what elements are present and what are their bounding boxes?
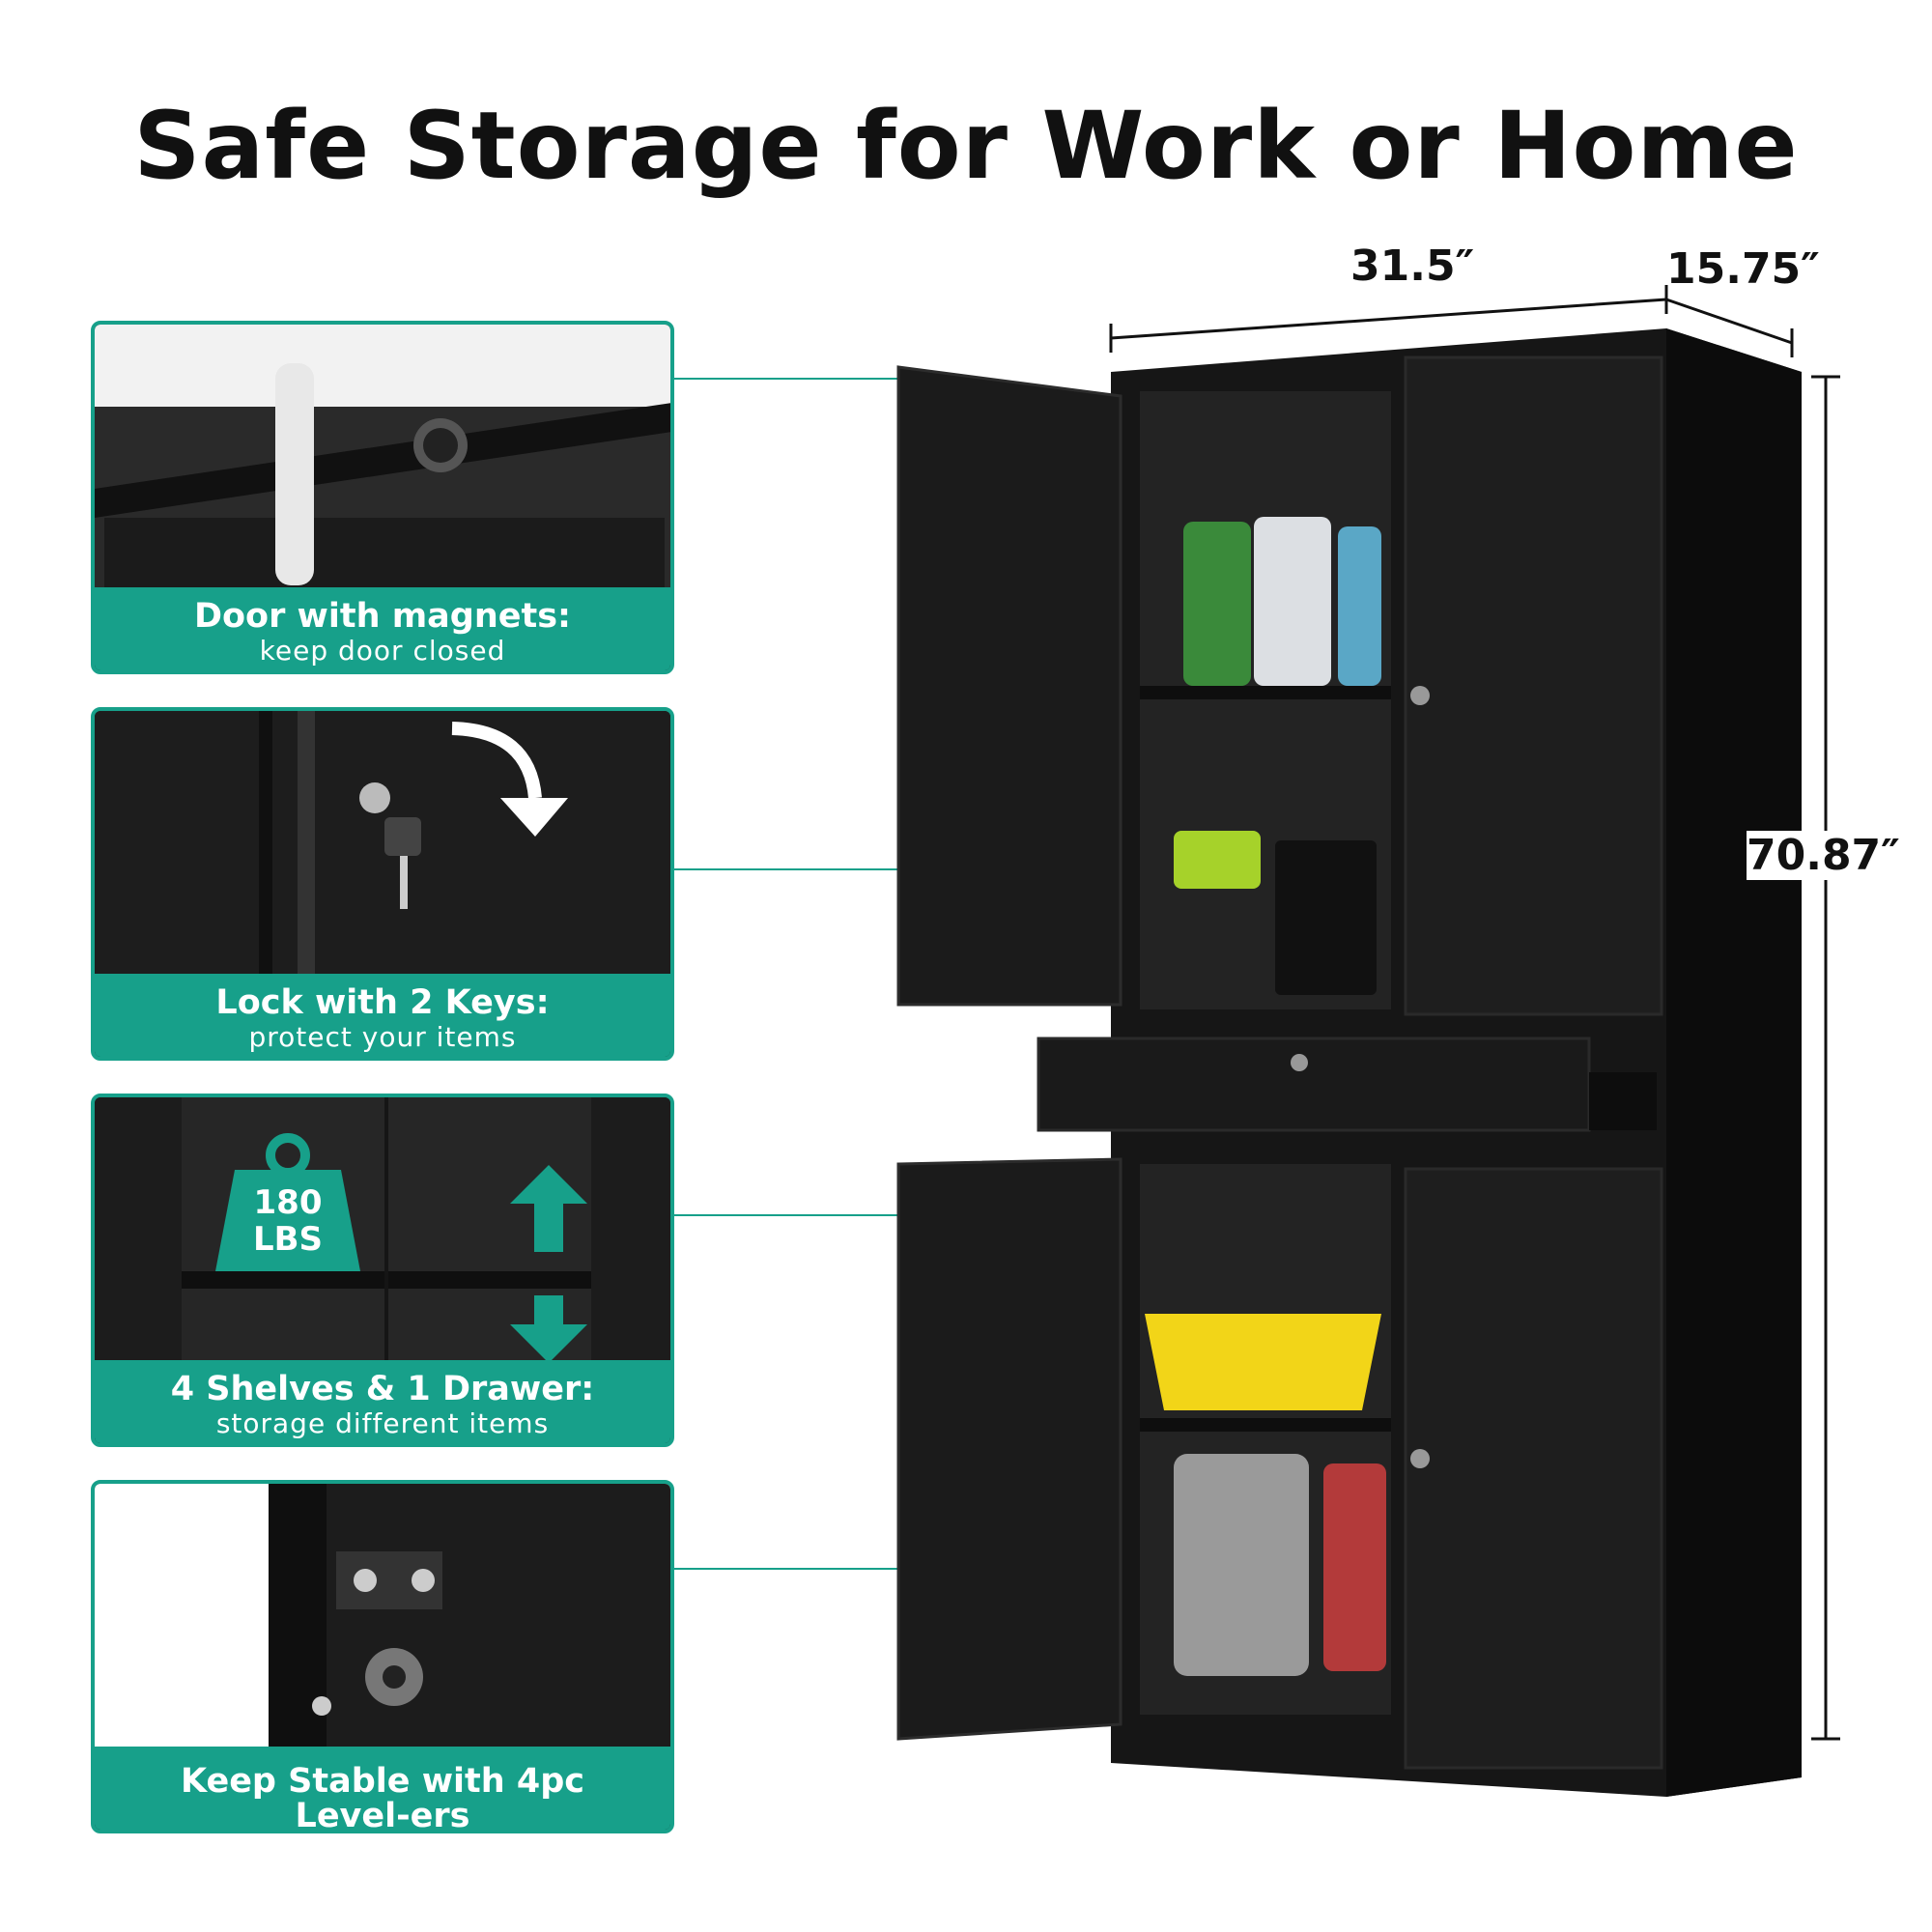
arrow-down-icon xyxy=(510,1324,587,1363)
shelf-closeup-image: 180 LBS xyxy=(95,1097,670,1370)
feature-caption: Door with magnets: keep door closed xyxy=(95,587,670,670)
weight-value: 180 xyxy=(254,1183,323,1222)
leveler-closeup-image xyxy=(95,1484,670,1756)
height-dimension: 70.87″ xyxy=(1747,831,1900,880)
feature-panel-lock: Lock with 2 Keys: protect your items xyxy=(91,707,674,1061)
feature-subtext: protect your items xyxy=(248,1021,517,1053)
feature-panel-levelers: Keep Stable with 4pc Level-ers xyxy=(91,1480,674,1833)
lock-icon xyxy=(359,782,390,813)
lock-closeup-image xyxy=(95,711,670,983)
feature-heading: 4 Shelves & 1 Drawer: xyxy=(170,1370,595,1408)
weight-unit: LBS xyxy=(253,1220,323,1259)
arrow-icon xyxy=(451,722,542,799)
arrow-up-icon xyxy=(510,1165,587,1204)
feature-caption: Keep Stable with 4pc Level-ers xyxy=(95,1747,670,1830)
feature-heading: Keep Stable with 4pc Level-ers xyxy=(180,1762,585,1833)
feature-heading: Lock with 2 Keys: xyxy=(215,983,550,1022)
width-dimension: 31.5″ xyxy=(1350,242,1475,291)
page-title: Safe Storage for Work or Home xyxy=(133,92,1799,200)
magnet-closeup-image xyxy=(95,325,670,597)
weight-badge: 180 LBS xyxy=(215,1133,360,1271)
feature-subtext: storage different items xyxy=(215,1407,550,1439)
feature-caption: Lock with 2 Keys: protect your items xyxy=(95,974,670,1057)
feature-caption: 4 Shelves & 1 Drawer: storage different … xyxy=(95,1360,670,1443)
feature-panel-shelves: 180 LBS 4 Shelves & 1 Drawer: storage di… xyxy=(91,1094,674,1447)
depth-dimension: 15.75″ xyxy=(1666,244,1820,294)
feature-panel-magnets: Door with magnets: keep door closed xyxy=(91,321,674,674)
feature-subtext: keep door closed xyxy=(259,635,506,667)
feature-heading: Door with magnets: xyxy=(193,597,572,636)
